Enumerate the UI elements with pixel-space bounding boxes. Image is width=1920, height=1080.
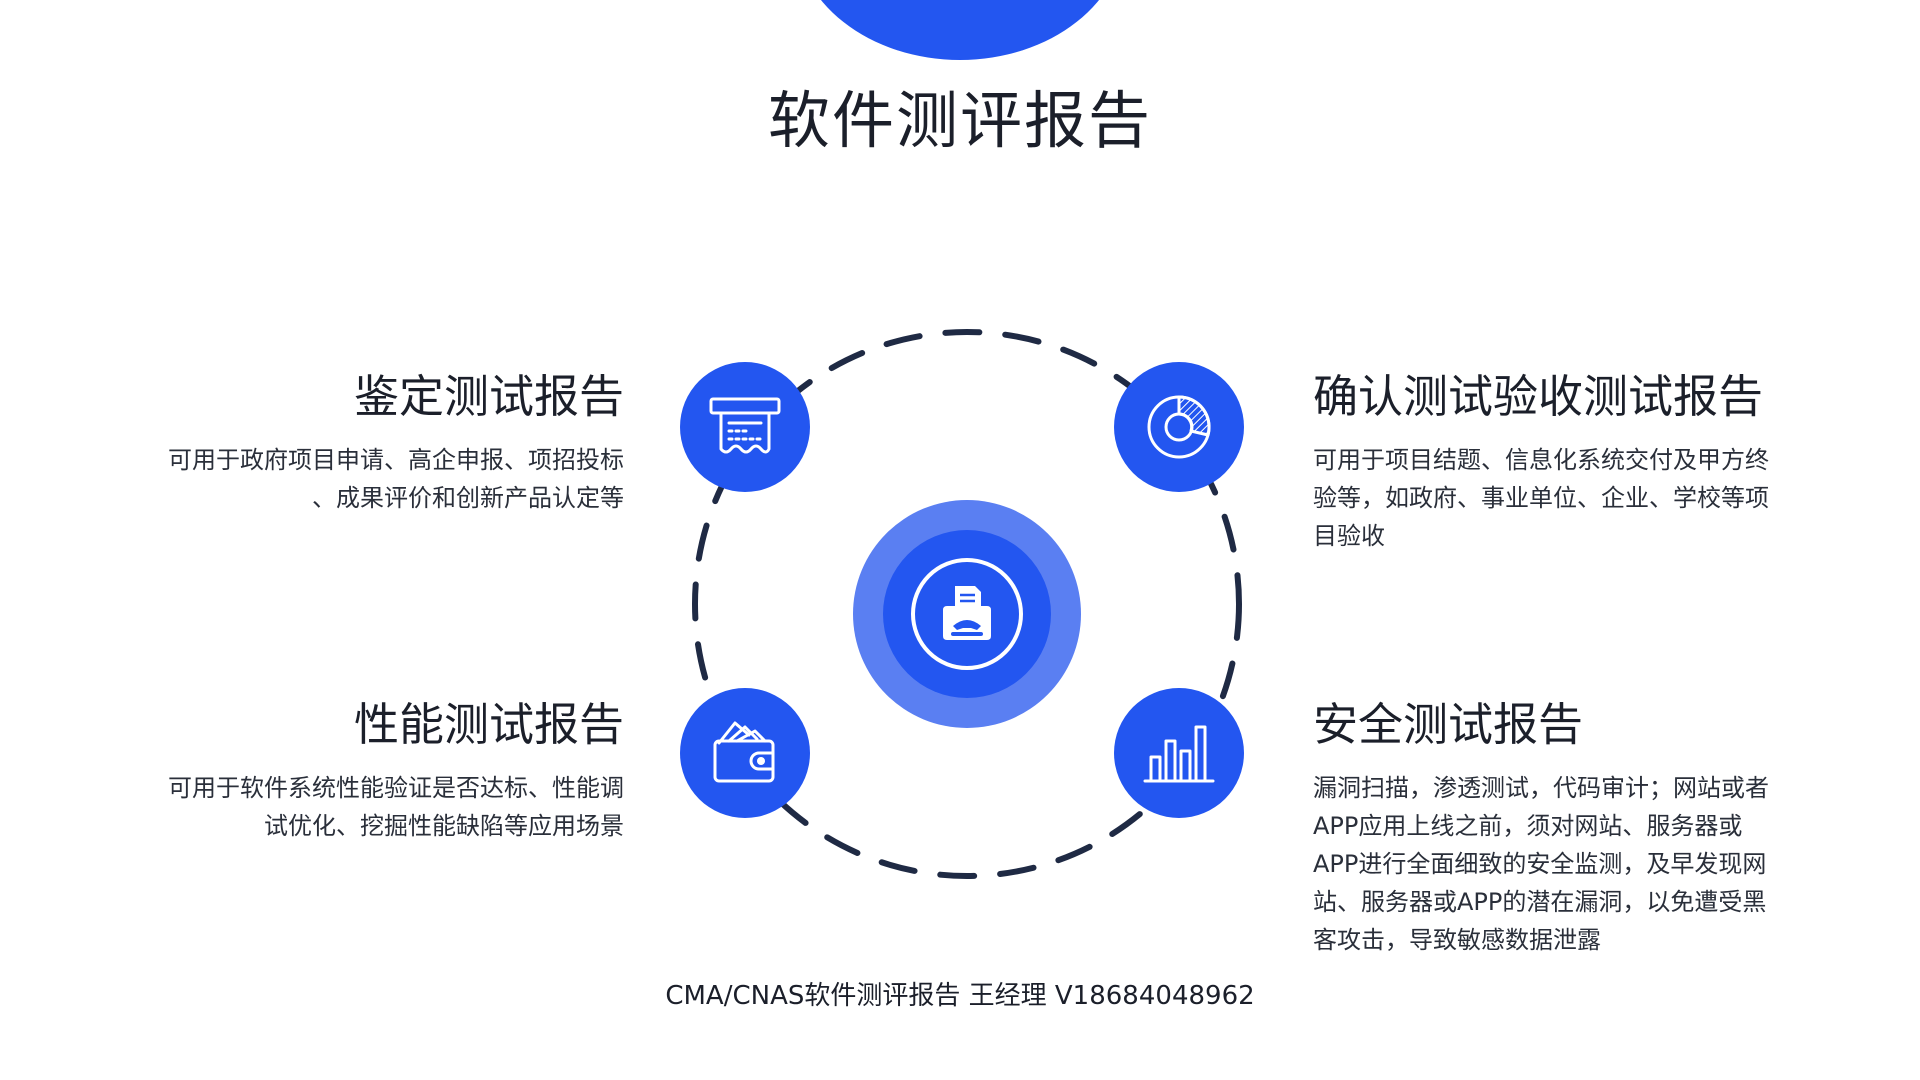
center-hub-ring (911, 558, 1023, 670)
card-acceptance-report: 确认测试验收测试报告 可用于项目结题、信息化系统交付及甲方终 验等，如政府、事业… (1313, 360, 1873, 555)
page-title: 软件测评报告 (767, 84, 1152, 157)
wallet-badge (680, 688, 810, 818)
wallet-icon (713, 721, 775, 783)
center-hub (853, 500, 1081, 728)
center-hub-inner (883, 530, 1051, 698)
card-performance-report: 性能测试报告 可用于软件系统性能验证是否达标、性能调 试优化、挖掘性能缺陷等应用… (104, 688, 624, 845)
receipt-icon (709, 397, 781, 454)
card-title: 鉴定测试报告 (353, 370, 624, 423)
bar-chart-badge (1114, 688, 1244, 818)
receipt-badge (680, 362, 810, 492)
card-description: 可用于软件系统性能验证是否达标、性能调 试优化、挖掘性能缺陷等应用场景 (168, 774, 624, 840)
bar-chart-icon (1143, 725, 1215, 783)
pie-chart-badge (1114, 362, 1244, 492)
card-description: 可用于政府项目申请、高企申报、项招投标 、成果评价和创新产品认定等 (168, 446, 624, 512)
card-description: 漏洞扫描，渗透测试，代码审计；网站或者 APP应用上线之前，须对网站、服务器或 … (1313, 774, 1769, 954)
pie-chart-icon (1147, 395, 1211, 459)
card-title: 性能测试报告 (353, 698, 624, 751)
card-title: 确认测试验收测试报告 (1313, 370, 1764, 423)
card-appraisal-report: 鉴定测试报告 可用于政府项目申请、高企申报、项招投标 、成果评价和创新产品认定等 (104, 360, 624, 517)
card-title: 安全测试报告 (1313, 698, 1584, 751)
fax-machine-icon (943, 586, 991, 640)
card-security-report: 安全测试报告 漏洞扫描，渗透测试，代码审计；网站或者 APP应用上线之前，须对网… (1313, 688, 1873, 959)
card-description: 可用于项目结题、信息化系统交付及甲方终 验等，如政府、事业单位、企业、学校等项 … (1313, 446, 1769, 550)
footer-contact: CMA/CNAS软件测评报告 王经理 V18684048962 (665, 981, 1255, 1011)
